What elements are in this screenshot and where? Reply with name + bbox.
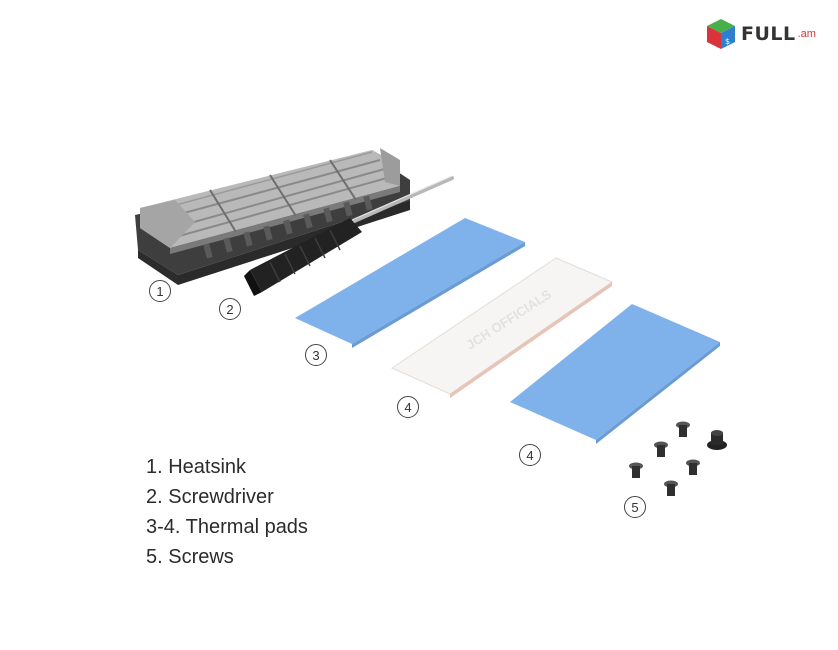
callout-screws: 5 — [624, 496, 646, 518]
screw-standoff — [707, 430, 727, 450]
site-logo[interactable]: $ FULL .am — [703, 14, 833, 54]
logo-brand: FULL — [741, 23, 796, 45]
callout-pad-3: 3 — [305, 344, 327, 366]
screwdriver — [244, 175, 454, 296]
screw — [654, 441, 668, 457]
callout-pad-4a: 4 — [397, 396, 419, 418]
callout-heatsink: 1 — [149, 280, 171, 302]
heatsink-slots — [203, 195, 373, 259]
legend-item: 5. Screws — [146, 546, 234, 568]
logo-suffix: .am — [797, 28, 816, 40]
screwdriver-shaft — [350, 176, 454, 224]
parts-legend: 1. Heatsink 2. Screwdriver 3-4. Thermal … — [146, 452, 308, 572]
thermal-pad-blue-2 — [510, 304, 720, 440]
screw — [629, 462, 643, 478]
svg-text:$: $ — [725, 37, 730, 46]
legend-item: 3-4. Thermal pads — [146, 516, 308, 538]
callout-screwdriver: 2 — [219, 298, 241, 320]
callout-pad-4b: 4 — [519, 444, 541, 466]
heatsink-fins — [140, 148, 400, 254]
legend-item: 2. Screwdriver — [146, 486, 274, 508]
screws — [629, 421, 727, 496]
cube-logo-icon: $ — [707, 19, 735, 49]
screw — [686, 459, 700, 475]
legend-item: 1. Heatsink — [146, 456, 247, 478]
screw — [664, 480, 678, 496]
thermal-pad-blue-1 — [295, 218, 525, 344]
screw — [676, 421, 690, 437]
